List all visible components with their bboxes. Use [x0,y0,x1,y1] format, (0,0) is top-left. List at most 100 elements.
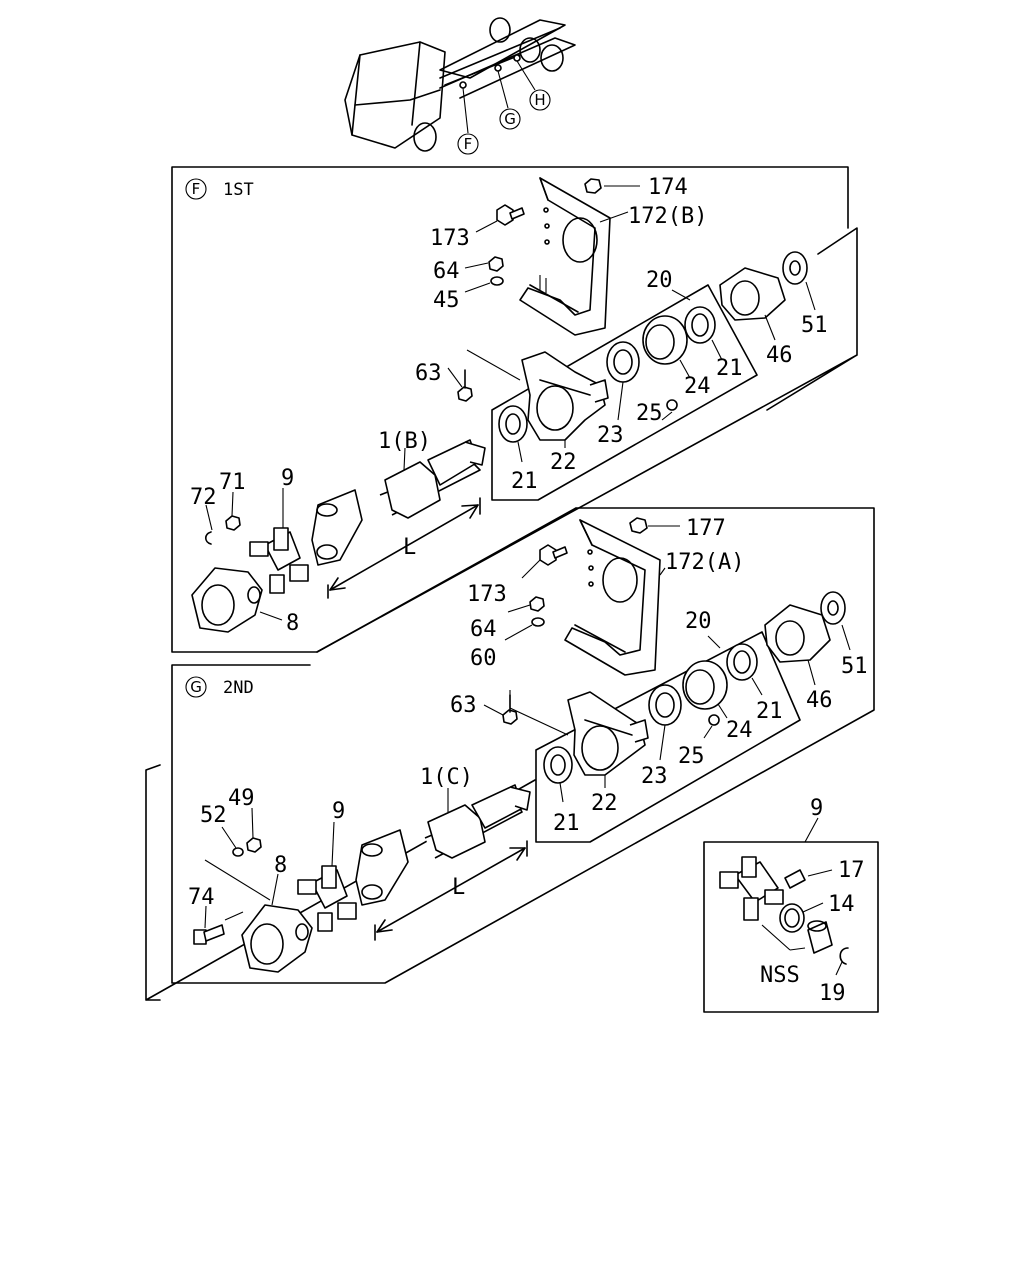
label-1c: 1(C) [420,765,473,790]
label-19: 19 [819,981,846,1006]
bolt-173-2nd [539,544,568,566]
section-2nd-border [171,507,875,984]
label-46: 46 [766,343,793,368]
bracket-172a [564,519,661,676]
label-21-left: 21 [511,469,538,494]
label-22: 22 [550,450,577,475]
seal-21-left-2nd [543,746,573,784]
label-9: 9 [281,466,294,491]
grease-25-1st [666,399,678,411]
overview-callout-h: H [529,89,551,111]
label-71: 71 [219,470,246,495]
svg-text:F: F [192,180,201,198]
grease-25-2nd [708,714,720,726]
universal-joint-9-1st [249,527,309,594]
label-46-2nd: 46 [806,688,833,713]
bolt-63-1st [457,369,473,402]
label-49: 49 [228,786,255,811]
washer-45-1st [490,276,504,286]
label-24: 24 [684,374,711,399]
label-21-right: 21 [716,356,743,381]
svg-text:2ND: 2ND [223,678,254,698]
labels-1st: 174 172(B) 173 64 45 20 51 63 21 24 46 2… [190,175,828,636]
flange-46-2nd [764,604,831,663]
companion-flange-8-1st [191,567,263,633]
label-25: 25 [636,401,663,426]
label-51-2nd: 51 [841,654,868,679]
label-14: 14 [828,892,855,917]
label-177: 177 [686,516,726,541]
bolt-173-1st [496,204,525,226]
nut-49-2nd [246,837,262,853]
label-24-2nd: 24 [726,718,753,743]
label-22-2nd: 22 [591,791,618,816]
washer-51-2nd [820,591,846,625]
shaft-1c [424,784,531,859]
washer-51-1st [782,251,808,285]
bearing-group-frame-2nd [535,631,801,843]
labels-2nd: 177 173 172(A) 64 60 20 51 63 46 21 24 2… [188,516,868,929]
label-51: 51 [801,313,828,338]
section-1st-heading: F 1ST [185,178,254,200]
label-21-right-2nd: 21 [756,699,783,724]
nut-177-2nd [629,517,648,534]
seal-21-right-1st [684,306,716,344]
housing-24-2nd [682,660,728,710]
svg-text:H: H [534,91,545,109]
yoke-1st [311,489,363,566]
washer-72-1st [204,531,212,545]
label-8: 8 [286,611,299,636]
truck-overview [344,17,576,152]
svg-text:F: F [464,135,473,153]
overview-callout-g: G [499,108,521,130]
label-l-2nd: L [452,875,465,900]
label-60: 60 [470,646,497,671]
label-174: 174 [648,175,688,200]
nut-64-1st [488,256,504,272]
label-63: 63 [415,361,442,386]
flange-46-1st [719,267,786,321]
label-25-2nd: 25 [678,744,705,769]
label-23: 23 [597,423,624,448]
detail-9-panel: 9 17 14 NSS 19 [703,796,879,1013]
label-20: 20 [646,268,673,293]
label-52: 52 [200,803,227,828]
label-64-2nd: 64 [470,617,497,642]
label-9-2nd: 9 [332,799,345,824]
length-arrow-1st [327,497,481,599]
washer-52-2nd [232,847,244,857]
seal-21-right-2nd [726,643,758,681]
bearing-23-2nd [648,684,682,726]
nut-64-2nd [529,596,545,612]
detail-ref-label: 9 [810,796,823,821]
nut-71-1st [225,515,241,531]
seal-21-left-1st [498,405,528,443]
label-23-2nd: 23 [641,764,668,789]
nut-174-1st [584,178,602,194]
label-64: 64 [433,259,460,284]
label-172b: 172(B) [628,204,707,229]
label-20-2nd: 20 [685,609,712,634]
section-1st-border [171,166,858,653]
label-45: 45 [433,288,460,313]
label-172a: 172(A) [665,550,744,575]
housing-24-1st [642,315,688,365]
yoke-2nd [355,829,409,906]
companion-flange-8-2nd [241,904,313,973]
label-l-1st: L [403,535,416,560]
label-21-left-2nd: 21 [553,811,580,836]
support-22-2nd [567,691,649,776]
length-arrow-2nd [374,840,528,941]
overview-callout-f: F [457,133,479,155]
universal-joint-9-2nd [297,865,357,932]
label-72: 72 [190,485,217,510]
section-2nd-heading: G 2ND [185,676,254,698]
label-173-2nd: 173 [467,582,507,607]
label-1b: 1(B) [378,429,431,454]
shaft-1b [379,439,486,519]
bracket-172b [519,177,611,336]
label-63-2nd: 63 [450,693,477,718]
svg-text:G: G [190,678,202,696]
